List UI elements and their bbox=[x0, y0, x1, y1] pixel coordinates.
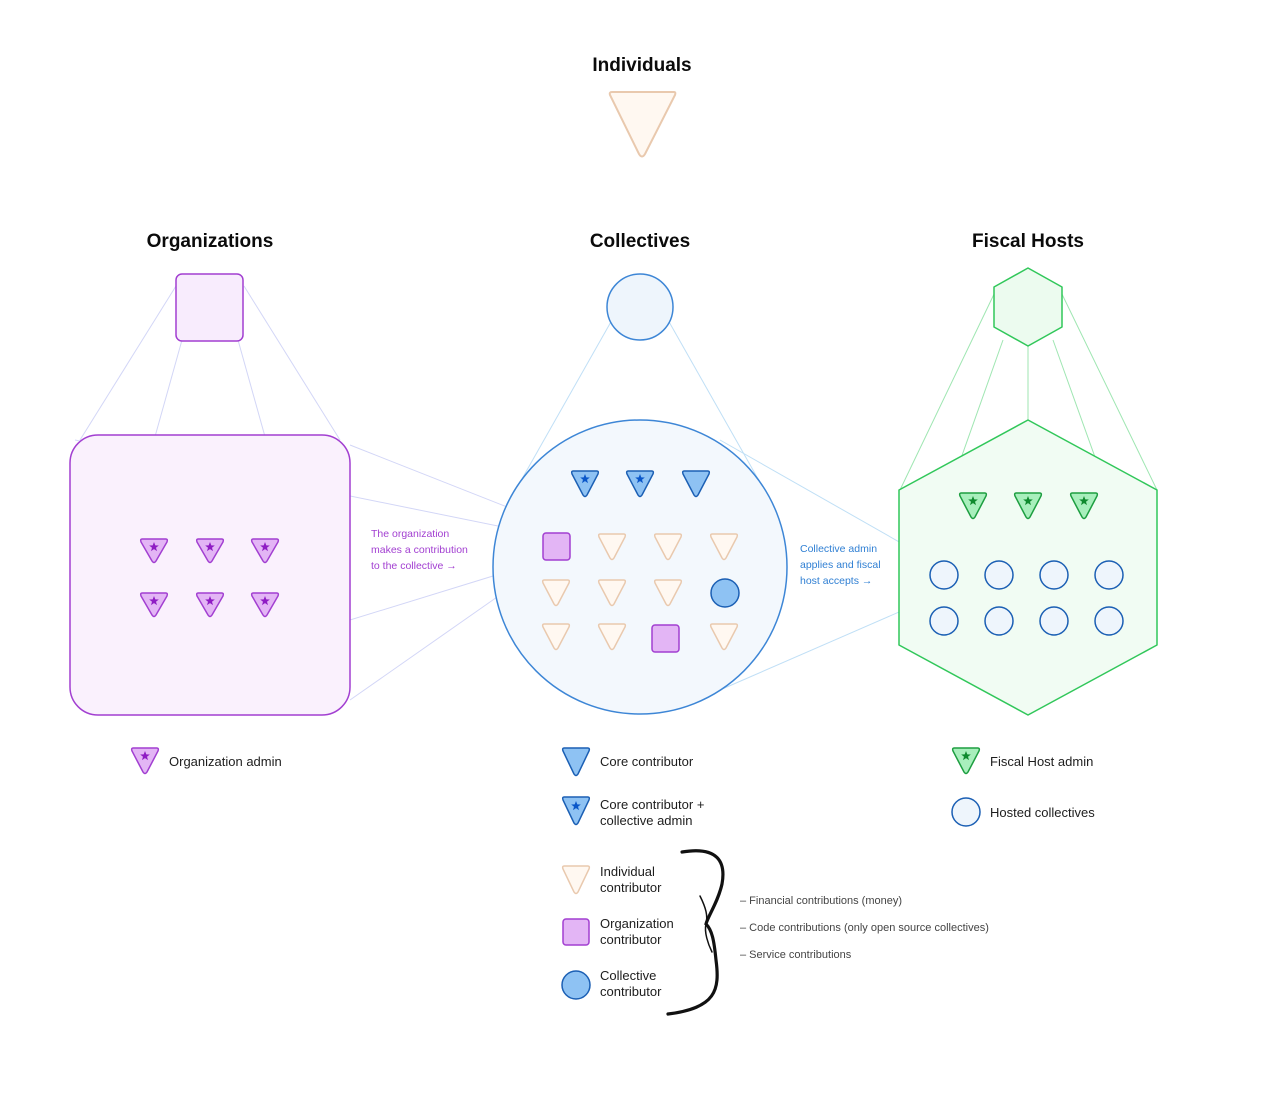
collectives-title: Collectives bbox=[589, 231, 691, 252]
organization-contributor-square bbox=[651, 624, 680, 653]
legend-core-contributor-label: Core contributor bbox=[600, 754, 694, 769]
individuals-triangle-icon bbox=[608, 91, 677, 158]
contribution-type-financial: – Financial contributions (money) bbox=[740, 895, 903, 907]
contribution-type-service: – Service contributions bbox=[740, 949, 852, 961]
legend-collective-contributor-icon bbox=[561, 970, 591, 1000]
fiscal-host-hexagon-icon bbox=[993, 267, 1063, 347]
legend-organization-contributor-label: Organization contributor bbox=[600, 916, 674, 947]
organization-admin-icons bbox=[139, 538, 280, 618]
legend-hosted-collectives-icon bbox=[951, 797, 981, 827]
organization-contribution-note: The organization makes a contribution to… bbox=[371, 528, 468, 572]
fiscal-hosts-title: Fiscal Hosts bbox=[972, 231, 1084, 252]
collective-contributor-grid bbox=[541, 532, 740, 653]
organization-contributor-square bbox=[542, 532, 571, 561]
collective-detail-circle bbox=[492, 419, 788, 715]
organizations-title: Organizations bbox=[146, 231, 274, 252]
legend-collective-contributor-label: Collective contributor bbox=[600, 968, 662, 999]
legend-individual-contributor-icon bbox=[561, 865, 591, 895]
legend-core-contributor-admin-icon bbox=[561, 796, 591, 826]
individuals-title: Individuals bbox=[592, 55, 692, 76]
legend-core-contributor-admin-label: Core contributor + collective admin bbox=[600, 797, 705, 828]
legend-hosted-collectives-label: Hosted collectives bbox=[990, 805, 1095, 820]
legend-individual-contributor-label: Individual contributor bbox=[600, 864, 662, 895]
collective-circle-icon bbox=[606, 273, 674, 341]
legend-organization-contributor-icon bbox=[562, 918, 590, 946]
legend-organization-admin-label: Organization admin bbox=[169, 754, 282, 769]
legend-fiscal-host-admin-icon bbox=[951, 747, 981, 775]
core-contributor-icons bbox=[570, 470, 711, 498]
legend-organization-admin-icon bbox=[130, 747, 160, 775]
organization-detail-box bbox=[69, 434, 351, 716]
legend-fiscal-host-admin-label: Fiscal Host admin bbox=[990, 754, 1094, 769]
curly-brace-icon bbox=[666, 849, 725, 1016]
contribution-type-code: – Code contributions (only open source c… bbox=[740, 922, 989, 934]
organization-square-icon bbox=[175, 273, 244, 342]
curly-brace-accent bbox=[699, 895, 713, 953]
hosted-collective-icons bbox=[929, 560, 1124, 636]
fiscal-host-admin-icons bbox=[958, 492, 1099, 520]
collective-application-note: Collective admin applies and fiscal host… bbox=[800, 543, 881, 587]
collective-contributor-circle bbox=[710, 578, 740, 608]
legend-core-contributor-icon bbox=[561, 747, 591, 777]
